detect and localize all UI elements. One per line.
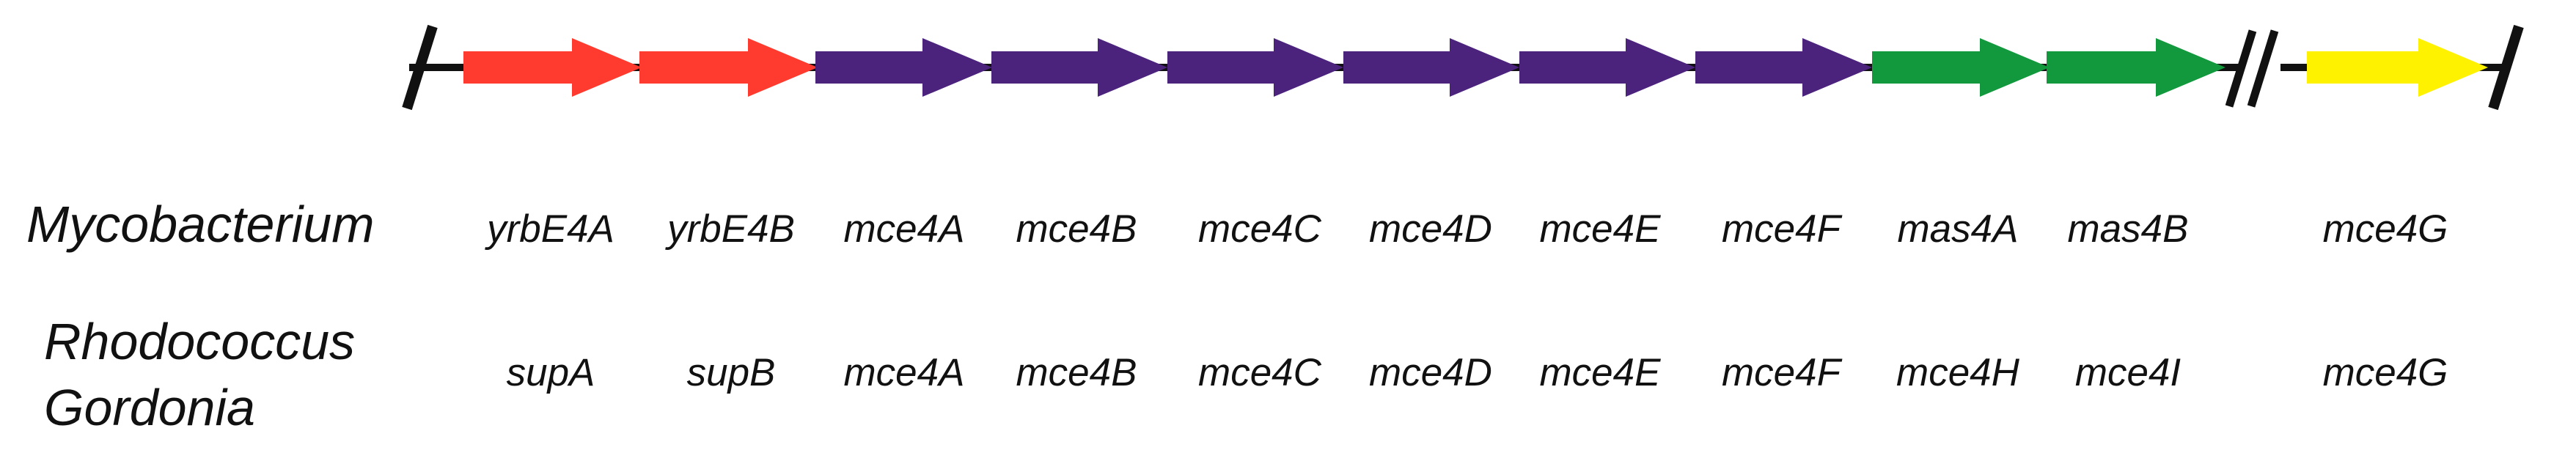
gene-label: mce4A (844, 207, 965, 251)
break-mark-2 (2247, 29, 2279, 108)
gene-label: mce4I (2075, 351, 2181, 394)
gene-arrow-g10 (2047, 38, 2225, 97)
gene-labels: yrbE4A yrbE4B mce4A mce4B mce4C mce4D mce4E mce… (485, 207, 2448, 394)
gene-arrow-g9 (1872, 38, 2050, 97)
right-end-bar (2488, 24, 2524, 111)
gene-label: mce4E (1540, 351, 1662, 394)
gene-label: mce4E (1540, 207, 1662, 251)
organism-label-mycobacterium: Mycobacterium (26, 196, 375, 253)
gene-label: mce4B (1016, 207, 1137, 251)
gene-arrow-g3 (815, 38, 992, 97)
organism-label-rhodococcus: Rhodococcus (44, 313, 355, 370)
gene-label: mce4F (1722, 351, 1843, 394)
gene-label: mce4G (2323, 207, 2448, 251)
gene-label: mce4H (1896, 351, 2020, 394)
gene-label: mce4G (2323, 351, 2448, 394)
gene-label: yrbE4A (485, 207, 614, 251)
left-end-bar (402, 24, 438, 111)
gene-arrow-g7 (1519, 38, 1695, 97)
gene-arrow-g5 (1167, 38, 1343, 97)
gene-arrow-g11 (2307, 38, 2488, 97)
gene-label: yrbE4B (665, 207, 795, 251)
gene-arrow-g4 (991, 38, 1167, 97)
gene-label: supB (687, 351, 776, 394)
gene-arrow-g2 (639, 38, 818, 97)
gene-arrow-g8 (1695, 38, 1872, 97)
sequence-break (2225, 29, 2279, 108)
gene-arrow-g1 (463, 38, 642, 97)
gene-label: mas4A (1898, 207, 2019, 251)
gene-label: mce4F (1722, 207, 1843, 251)
gene-label: mce4C (1198, 351, 1322, 394)
gene-label: supA (507, 351, 595, 394)
gene-arrows (463, 38, 2488, 97)
gene-label: mce4D (1369, 351, 1492, 394)
gene-label: mce4C (1198, 207, 1322, 251)
gene-label: mce4A (844, 351, 965, 394)
gene-arrow-g6 (1343, 38, 1519, 97)
organism-label-gordonia: Gordonia (44, 379, 255, 436)
gene-label: mce4D (1369, 207, 1492, 251)
break-mark-1 (2225, 29, 2257, 108)
gene-label: mce4B (1016, 351, 1137, 394)
gene-label: mas4B (2068, 207, 2189, 251)
